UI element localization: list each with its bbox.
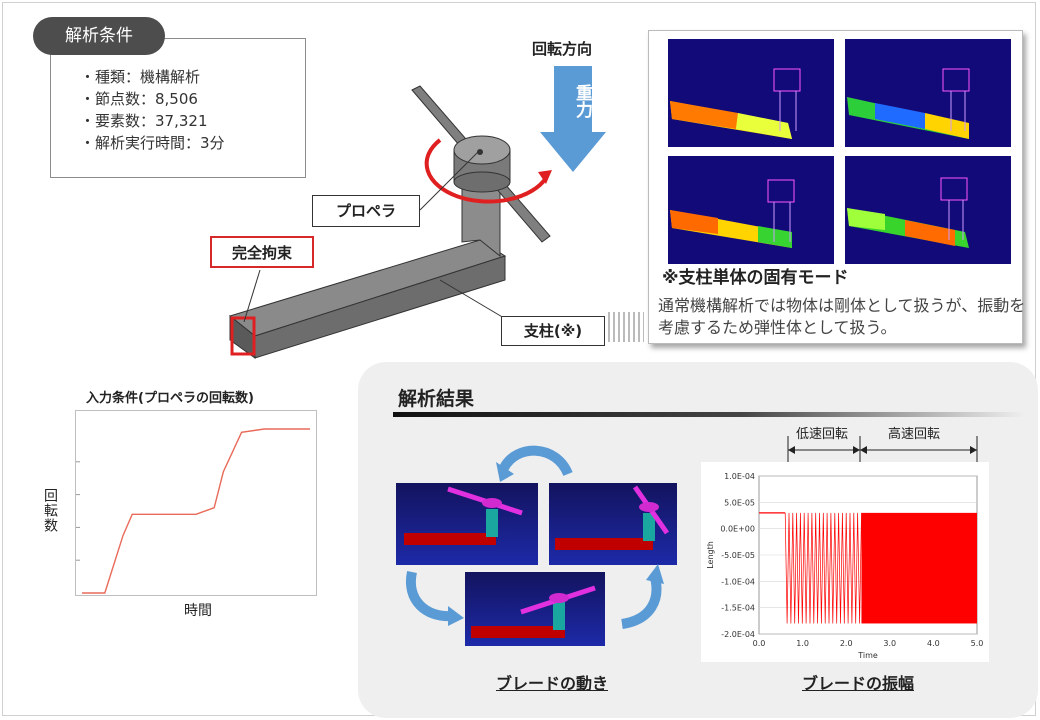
mode-image-2	[845, 39, 1011, 147]
amplitude-xlabel: Time	[857, 651, 878, 660]
gravity-arrow	[540, 66, 606, 172]
input-chart-title: 入力条件(プロペラの回転数)	[86, 391, 254, 406]
amplitude-chart-svg: 1.0E-04 5.0E-05 0.0E+00 -5.0E-05 -1.0E-04 -1.…	[706, 472, 984, 660]
low-speed-label: 低速回転	[796, 427, 849, 442]
conditions-list: ・種類：機構解析 ・節点数：8,506 ・要素数：37,321 ・解析実行時間：…	[80, 66, 225, 154]
cycle-arrow-left	[405, 570, 453, 622]
blade-motion-frame-1	[396, 483, 538, 565]
amplitude-y-tick-label: 0.0E+00	[720, 525, 755, 534]
speed-phase-markers	[787, 436, 978, 466]
fixed-constraint-label: 完全拘束	[210, 236, 314, 268]
amplitude-y-tick-label: -1.0E-04	[721, 577, 755, 586]
amplitude-x-tick-label: 5.0	[971, 639, 984, 648]
input-chart-ylabel: 回転数	[42, 488, 58, 533]
mode-image-1	[668, 39, 834, 147]
condition-item: ・要素数：37,321	[80, 112, 208, 130]
amplitude-x-tick-label: 2.0	[840, 639, 853, 648]
rotation-direction-label: 回転方向	[532, 40, 593, 58]
amplitude-high-speed-series	[861, 512, 977, 624]
conditions-box	[50, 38, 306, 178]
motion-cycle-arrows	[405, 445, 664, 629]
high-speed-label: 高速回転	[888, 427, 941, 442]
input-chart-frame	[75, 410, 317, 596]
hub-bottom	[453, 171, 511, 193]
amplitude-low-speed-series	[784, 512, 862, 624]
amplitude-x-tick-label: 3.0	[883, 639, 896, 648]
input-series-line	[82, 428, 310, 594]
results-title-underline	[393, 412, 1025, 417]
rotation-arrowhead	[538, 170, 552, 184]
mode-image-3	[668, 156, 834, 264]
amplitude-x-tick-label: 1.0	[796, 639, 809, 648]
mode-image-4	[845, 156, 1011, 264]
amplitude-y-tick-label: -2.0E-04	[721, 630, 755, 639]
amplitude-y-tick-label: -1.5E-04	[721, 604, 755, 613]
cycle-arrow-right	[621, 572, 662, 629]
amplitude-y-tick-label: 5.0E-05	[724, 498, 755, 507]
amplitude-y-tick-label: -5.0E-05	[721, 551, 755, 560]
fixed-support-marker	[230, 316, 256, 356]
results-title: 解析結果	[398, 388, 475, 410]
natural-modes-note: 通常機構解析では物体は剛体として扱うが、振動を考慮するため弾性体として扱う。	[658, 296, 1026, 337]
amplitude-ylabel: Length	[706, 541, 715, 569]
gravity-label: 重力	[572, 84, 592, 118]
input-chart-svg	[76, 428, 310, 594]
post-leader	[439, 279, 505, 319]
propeller-label: プロペラ	[312, 195, 420, 227]
condition-item: ・解析実行時間：3分	[80, 134, 225, 152]
hub-center-dot	[477, 149, 483, 155]
input-chart-xlabel: 時間	[184, 603, 212, 619]
amplitude-x-tick-label: 0.0	[753, 639, 766, 648]
natural-modes-title: ※支柱単体の固有モード	[662, 268, 849, 288]
blade-motion-frame-3	[465, 572, 605, 646]
fixed-leader	[243, 269, 261, 323]
blade-motion-frame-2	[549, 483, 677, 565]
propeller-leader	[419, 151, 479, 211]
post-label: 支柱(※)	[501, 316, 605, 346]
condition-item: ・種類：機構解析	[80, 68, 201, 86]
gravity-arrow-shape	[540, 66, 606, 172]
amplitude-x-tick-label: 4.0	[927, 639, 940, 648]
condition-item: ・節点数：8,506	[80, 90, 198, 108]
conditions-badge: 解析条件	[33, 17, 165, 55]
cycle-arrow-top	[499, 445, 573, 477]
post-arm-end	[229, 314, 256, 359]
amplitude-y-tick-label: 1.0E-04	[724, 472, 755, 481]
rotation-arrow	[424, 138, 548, 204]
blade-amplitude-caption: ブレードの振幅	[802, 674, 915, 693]
connector-dashes	[608, 312, 644, 342]
propeller-model-illustration	[228, 85, 552, 359]
blade-motion-caption: ブレードの動き	[496, 674, 609, 693]
amplitude-chart: 1.0E-04 5.0E-05 0.0E+00 -5.0E-05 -1.0E-04 -1.…	[701, 462, 989, 662]
